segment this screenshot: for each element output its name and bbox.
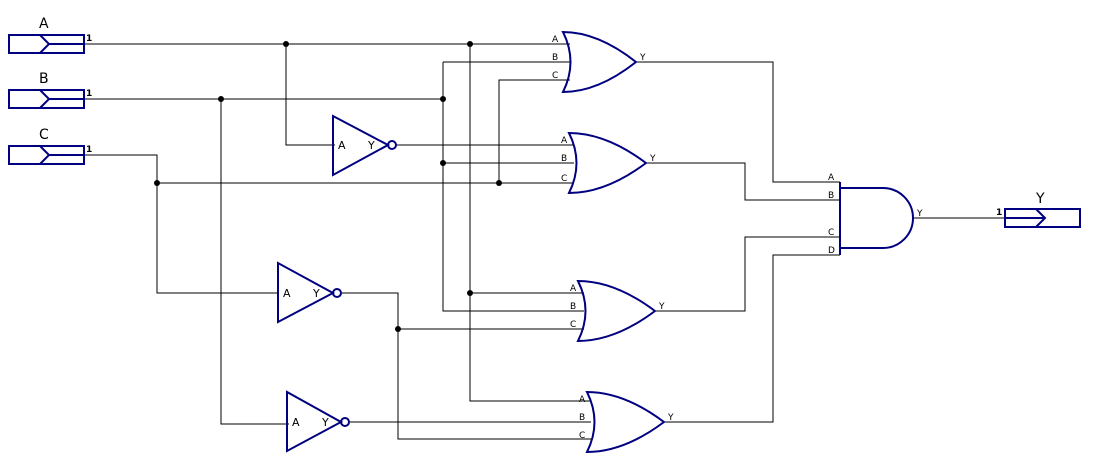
or-gate-4[interactable]: A B C Y [579,390,674,454]
junction-dot [467,290,473,296]
junction-dot [154,180,160,186]
wire-b-to-not3 [220,99,289,425]
or-gate-2[interactable]: A B C Y [561,131,656,195]
or-gate-input-label: A [561,136,568,146]
wire-a-to-not1 [285,44,335,146]
output-port-y[interactable]: Y 1 [996,191,1081,228]
not-gate-input-label: A [338,139,346,152]
or-gate-input-label: C [552,71,558,81]
and-gate-input-label: C [828,228,834,238]
not-gate-2[interactable]: A Y [277,261,342,324]
junction-dot [395,326,401,332]
input-port-label: A [39,16,49,32]
or-gate-3[interactable]: A B C Y [570,279,665,343]
input-port-label: B [39,71,49,87]
not-gate-1[interactable]: A Y [332,114,397,177]
not-gate-input-label: A [292,416,300,429]
wire-or4-to-and [664,254,840,423]
and-gate[interactable]: A B C D Y [828,173,923,256]
input-port-a[interactable]: A 1 [8,16,92,54]
or-gate-input-label: B [579,413,585,423]
input-port-b[interactable]: B 1 [8,71,92,109]
junction-dot [218,96,224,102]
wire-c-to-or1 [498,79,570,183]
or-gate-1[interactable]: A B C Y [552,30,646,94]
or-gate-output-label: Y [639,53,646,63]
or-gate-input-label: B [561,154,567,164]
wire-a-branch-or3-or4 [469,44,591,402]
or-gate-output-label: Y [649,154,656,164]
input-pin-number: 1 [86,145,92,155]
and-gate-input-label: D [828,246,835,256]
wire-or2-to-and [646,162,840,201]
junction-dot [467,41,473,47]
or-gate-input-label: A [579,395,586,405]
wire-b-bus [442,62,584,312]
wire-or1-to-and [636,61,840,183]
and-gate-input-label: B [828,191,834,201]
junctions [154,41,502,332]
junction-dot [440,96,446,102]
and-gate-input-label: A [828,173,835,183]
or-gate-input-label: C [579,431,585,441]
or-gate-output-label: Y [667,413,674,423]
not-gate-3[interactable]: A Y [286,390,350,453]
input-pin-number: 1 [86,89,92,99]
or-gate-input-label: A [552,35,559,45]
or-gate-input-label: C [570,320,576,330]
wire-c-in [84,154,278,294]
input-pin-number: 1 [86,34,92,44]
output-port-label: Y [1035,191,1045,207]
or-gate-input-label: A [570,284,577,294]
or-gate-input-label: B [570,302,576,312]
wire-or3-to-and [655,236,840,312]
junction-dot [283,41,289,47]
and-gate-output-label: Y [916,209,923,219]
or-gate-output-label: Y [658,302,665,312]
output-pin-number: 1 [996,208,1002,218]
not-gate-output-label: Y [367,139,375,152]
not-gate-output-label: Y [312,287,320,300]
junction-dot [496,180,502,186]
input-port-label: C [39,127,49,143]
not-gate-output-label: Y [321,416,329,429]
or-gate-input-label: C [561,174,567,184]
wires [84,43,1005,440]
junction-dot [440,160,446,166]
input-port-c[interactable]: C 1 [8,127,92,165]
or-gate-input-label: B [552,53,558,63]
not-gate-input-label: A [283,287,291,300]
wire-not2-out [342,292,591,440]
